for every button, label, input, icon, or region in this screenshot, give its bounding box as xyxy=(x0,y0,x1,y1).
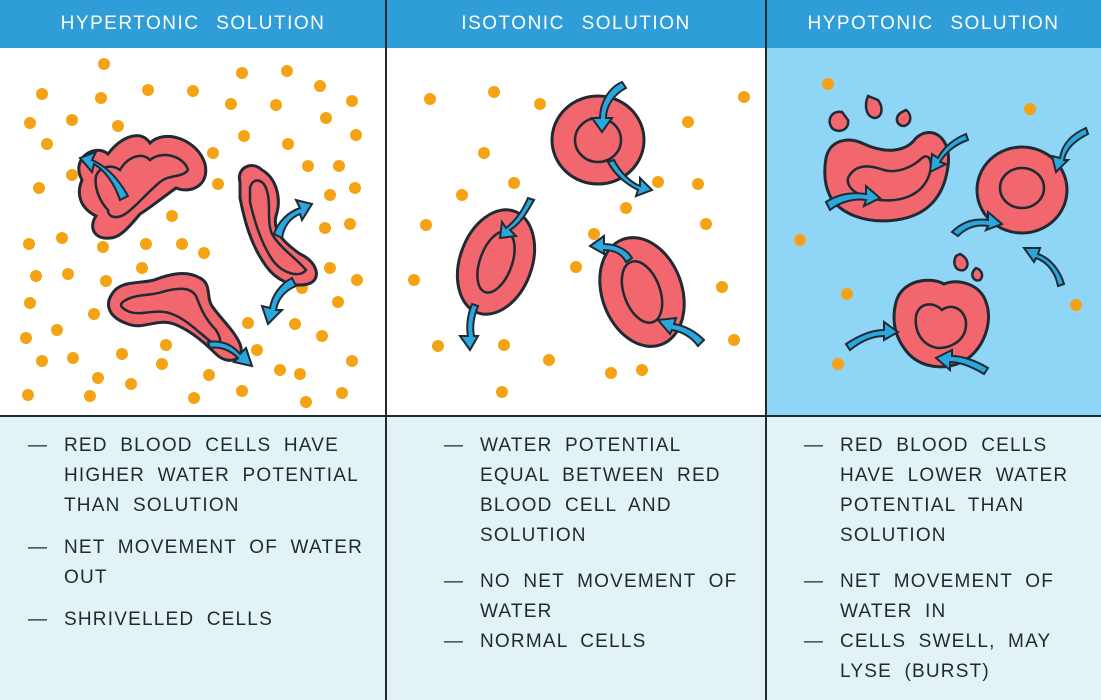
note-item: — RED BLOOD CELLS HAVE LOWER WATER POTEN… xyxy=(804,431,1094,551)
solute-particles xyxy=(20,58,363,408)
hypertonic-illustration xyxy=(0,48,386,415)
hypertonic-scene xyxy=(0,48,386,415)
note-item: — CELLS SWELL, MAY LYSE (BURST) xyxy=(804,627,1094,687)
isotonic-notes: — WATER POTENTIAL EQUAL BETWEEN RED BLOO… xyxy=(386,415,766,700)
panel-hypotonic: HYPOTONIC SOLUTION xyxy=(766,0,1101,700)
hypotonic-scene xyxy=(766,48,1101,415)
note-item: — SHRIVELLED CELLS xyxy=(28,605,378,635)
panel-hypertonic: HYPERTONIC SOLUTION xyxy=(0,0,386,700)
column-divider xyxy=(765,0,767,700)
panel-isotonic: ISOTONIC SOLUTION xyxy=(386,0,766,700)
hypotonic-notes: — RED BLOOD CELLS HAVE LOWER WATER POTEN… xyxy=(766,415,1101,700)
panel-title: HYPERTONIC SOLUTION xyxy=(0,0,386,50)
note-item: — WATER POTENTIAL EQUAL BETWEEN RED BLOO… xyxy=(444,431,756,551)
note-item: — NET MOVEMENT OF WATER IN xyxy=(804,567,1094,627)
note-item: — NORMAL CELLS xyxy=(444,627,756,657)
note-item: — RED BLOOD CELLS HAVE HIGHER WATER POTE… xyxy=(28,431,378,521)
hypertonic-notes: — RED BLOOD CELLS HAVE HIGHER WATER POTE… xyxy=(0,415,386,700)
hypotonic-illustration xyxy=(766,48,1101,415)
shrivelled-cells xyxy=(79,136,317,361)
swollen-cells xyxy=(825,96,1067,367)
panel-title: ISOTONIC SOLUTION xyxy=(386,0,766,50)
note-item: — NO NET MOVEMENT OF WATER xyxy=(444,567,756,627)
panel-title: HYPOTONIC SOLUTION xyxy=(766,0,1101,50)
column-divider xyxy=(385,0,387,700)
isotonic-illustration xyxy=(386,48,766,415)
isotonic-scene xyxy=(386,48,766,415)
note-item: — NET MOVEMENT OF WATER OUT xyxy=(28,533,378,593)
